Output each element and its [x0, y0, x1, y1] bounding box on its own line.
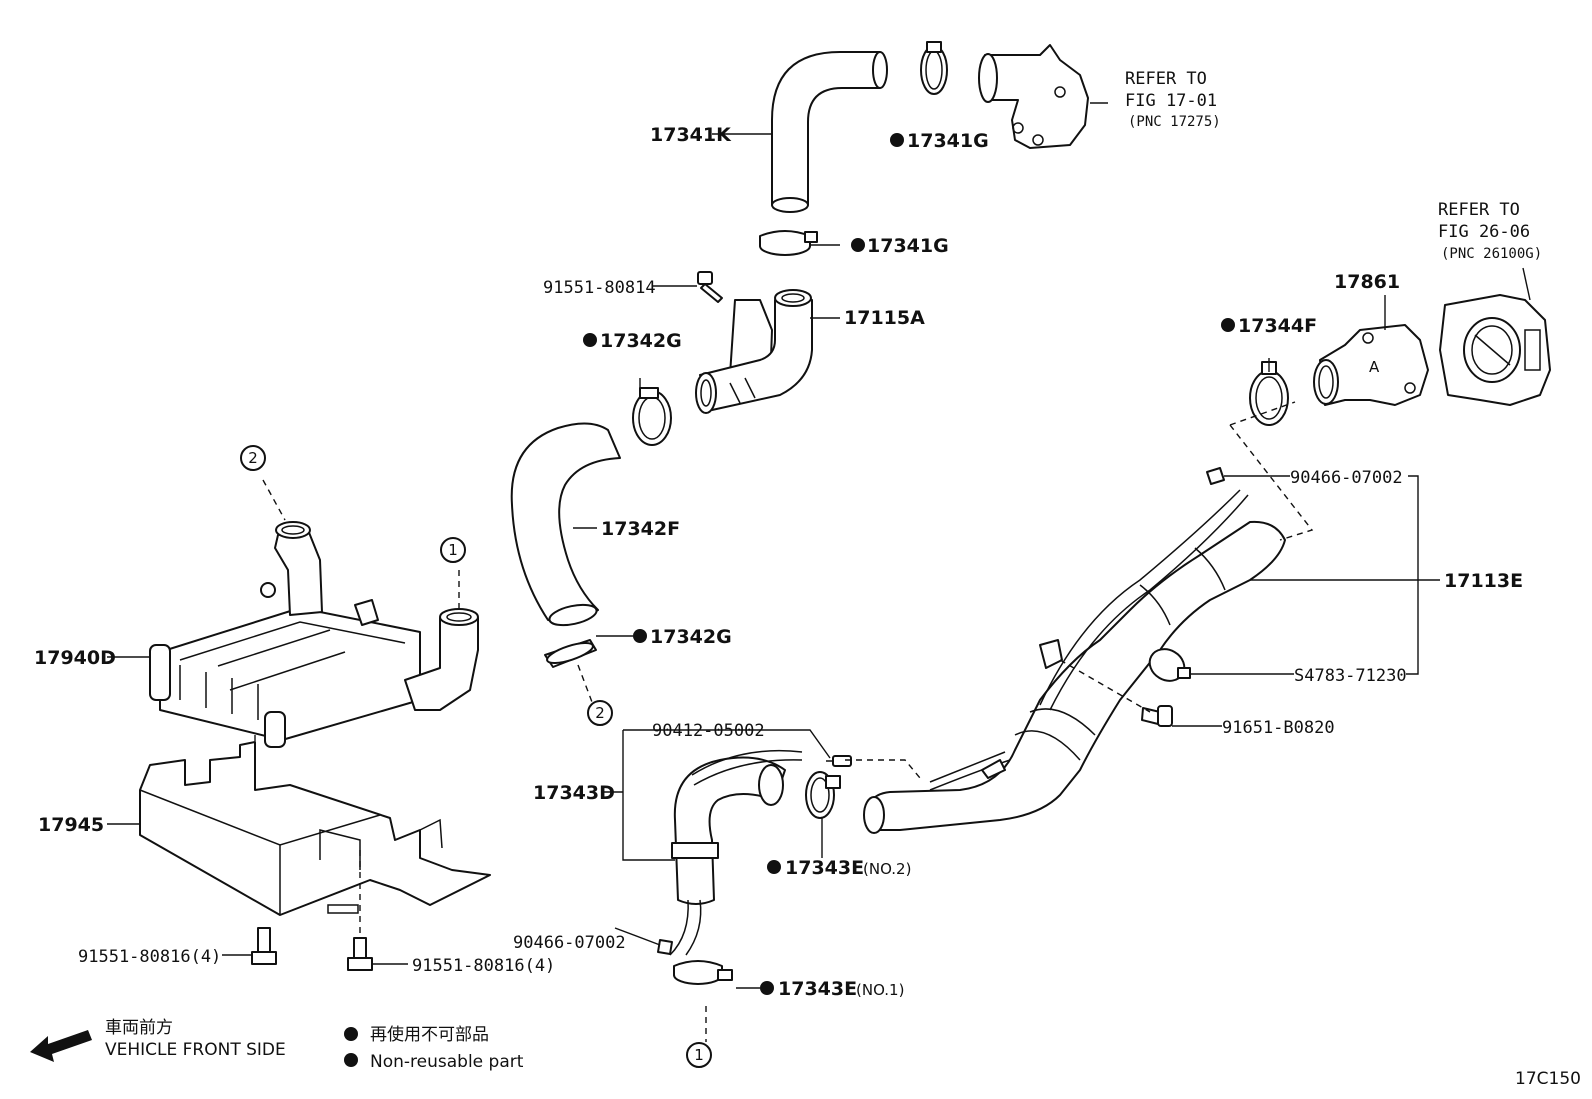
hose-17343d-drawing: [669, 749, 803, 956]
label-17341g-mid: 17341G: [867, 235, 949, 257]
label-90466-07002-top: 90466-07002: [1290, 468, 1403, 488]
label-17344f: 17344F: [1238, 315, 1317, 337]
figure-code: 17C150: [1515, 1069, 1581, 1089]
label-17342g-bottom: 17342G: [650, 626, 732, 648]
clamp-s4783-71230-drawing: [1148, 648, 1191, 682]
cover-17945-drawing: [139, 741, 491, 916]
connector-2-a: 2: [240, 445, 266, 471]
hose-17341k-drawing: [771, 51, 888, 213]
label-91551-80816-left: 91551-80816(4): [78, 947, 221, 967]
svg-text:2: 2: [248, 449, 258, 467]
svg-text:車両前方: 車両前方: [105, 1018, 173, 1038]
reference-fig17: REFER TO FIG 17-01 (PNC 17275): [1125, 69, 1221, 130]
label-17113e: 17113E: [1444, 570, 1523, 592]
adapter-marking-a: A: [1369, 358, 1380, 376]
arrow-left-icon: [30, 1030, 92, 1062]
adapter-17861-drawing: [1313, 324, 1429, 406]
nonreusable-dot-17343e-no1: [760, 981, 774, 995]
nonreusable-dot-17342g-bottom: [633, 629, 647, 643]
label-17342f: 17342F: [601, 518, 680, 540]
intercooler-17940d-drawing: [149, 521, 479, 748]
clamp-17341g-mid-drawing: [759, 230, 818, 256]
svg-text:FIG 17-01: FIG 17-01: [1125, 91, 1217, 111]
clamp-17342g-top-drawing: [632, 387, 672, 446]
label-17861: 17861: [1334, 271, 1400, 293]
svg-text:2: 2: [595, 704, 605, 722]
pipe-17115a-drawing: [695, 289, 813, 414]
svg-text:VEHICLE FRONT SIDE: VEHICLE FRONT SIDE: [105, 1040, 286, 1060]
label-90466-07002-bottom: 90466-07002: [513, 933, 626, 953]
nonreusable-dot-17343e-no2: [767, 860, 781, 874]
svg-text:REFER TO: REFER TO: [1438, 200, 1520, 220]
leader-lines: [107, 102, 1531, 989]
connector-2-b: 2: [587, 700, 613, 726]
label-17343e-no2-note: (NO.2): [863, 860, 911, 878]
label-17341g-top: 17341G: [907, 130, 989, 152]
bolt-91551-80816-right-drawing: [347, 937, 373, 971]
clamp-17341g-top-drawing: [920, 41, 948, 95]
dashed-guides: [254, 401, 1314, 1042]
clamp-17343e-no2-drawing: [805, 771, 841, 819]
label-91651-b0820: 91651-B0820: [1222, 718, 1335, 738]
clamp-17342g-bottom-drawing: [544, 639, 597, 668]
label-17343e-no1: 17343E: [778, 978, 857, 1000]
svg-text:Non-reusable part: Non-reusable part: [370, 1052, 524, 1072]
label-17343e-no1-note: (NO.1): [856, 981, 904, 999]
bolt-91551-80816-left-drawing: [251, 927, 277, 965]
connector-1-b: 1: [686, 1042, 712, 1068]
label-91551-80814: 91551-80814: [543, 278, 656, 298]
svg-text:FIG 26-06: FIG 26-06: [1438, 222, 1530, 242]
nonreusable-dot-17344f: [1221, 318, 1235, 332]
nonreusable-dot-17341g-top: [890, 133, 904, 147]
label-17342g-top: 17342G: [600, 330, 682, 352]
svg-text:1: 1: [694, 1046, 704, 1064]
legend-vehicle-front: 車両前方 VEHICLE FRONT SIDE: [30, 1018, 286, 1062]
clip-90466-07002-top-drawing: [1206, 467, 1225, 485]
bolt-91551-80814-drawing: [697, 271, 723, 303]
fitting-90412-05002-drawing: [826, 755, 852, 767]
bolt-91651-b0820-drawing: [1141, 705, 1173, 727]
nonreusable-dot-17342g-top: [583, 333, 597, 347]
svg-text:1: 1: [448, 541, 458, 559]
label-90412-05002: 90412-05002: [652, 721, 765, 741]
connector-1-a: 1: [440, 537, 466, 563]
label-17343d: 17343D: [533, 782, 615, 804]
reference-fig26: REFER TO FIG 26-06 (PNC 26100G): [1438, 200, 1542, 262]
label-17945: 17945: [38, 814, 104, 836]
legend-nonreusable: 再使用不可部品 Non-reusable part: [344, 1024, 524, 1072]
label-91551-80816-right: 91551-80816(4): [412, 956, 555, 976]
throttle-body-fig26-drawing: [1439, 294, 1551, 406]
clamp-17343e-no1-drawing: [673, 960, 733, 985]
svg-text:(PNC 17275): (PNC 17275): [1128, 114, 1221, 130]
label-17341k: 17341K: [650, 124, 732, 146]
label-s4783-71230: S4783-71230: [1294, 666, 1407, 686]
svg-text:REFER TO: REFER TO: [1125, 69, 1207, 89]
clip-90466-07002-bottom-drawing: [657, 939, 673, 955]
label-17940d: 17940D: [34, 647, 116, 669]
hose-17342f-drawing: [510, 422, 621, 627]
outlet-housing-fig17-drawing: [978, 44, 1089, 149]
svg-text:(PNC 26100G): (PNC 26100G): [1441, 246, 1542, 262]
pipe-17113e-drawing: [863, 489, 1286, 834]
label-17115a: 17115A: [844, 307, 925, 329]
nonreusable-dot-17341g-mid: [851, 238, 865, 252]
svg-text:再使用不可部品: 再使用不可部品: [370, 1024, 489, 1045]
label-17343e-no2: 17343E: [785, 857, 864, 879]
